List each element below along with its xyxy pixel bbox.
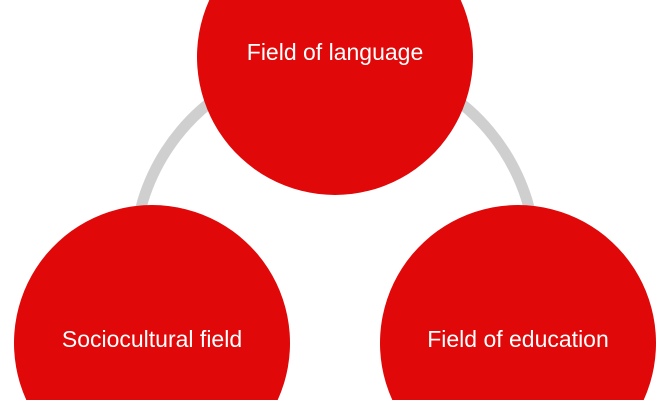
node-sociocultural-circle: [14, 205, 291, 400]
node-sociocultural: Sociocultural field: [14, 205, 291, 400]
node-education: Field of education: [380, 205, 656, 400]
node-language-label: Field of language: [247, 39, 423, 65]
node-education-label: Field of education: [427, 326, 609, 352]
node-language-circle: [197, 0, 474, 195]
node-sociocultural-label: Sociocultural field: [62, 326, 242, 352]
node-language: Field of language: [197, 0, 474, 195]
node-education-circle: [380, 205, 656, 400]
